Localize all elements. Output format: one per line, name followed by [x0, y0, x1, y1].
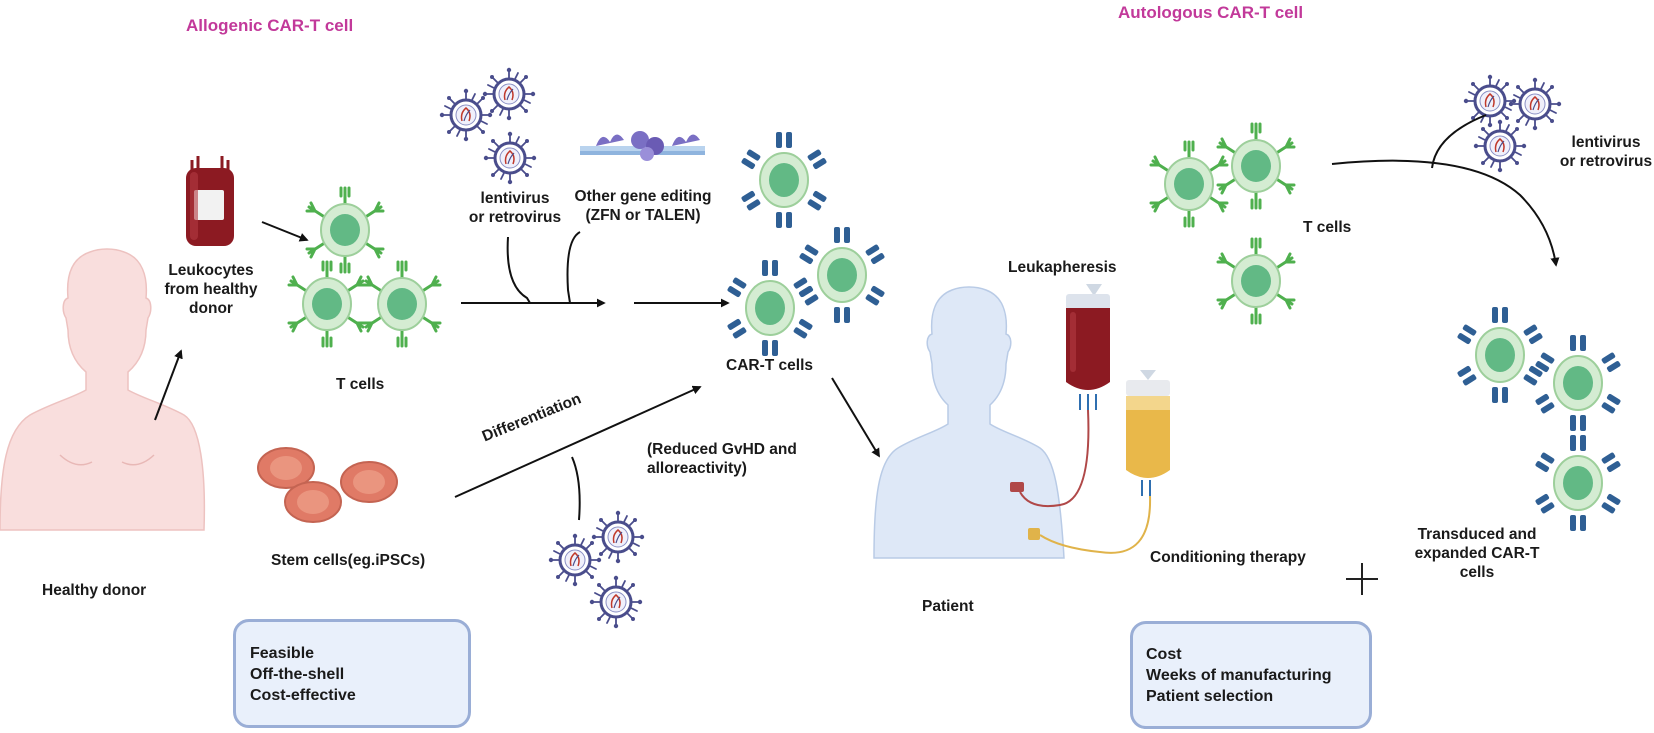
t-cell-icon [287, 260, 367, 348]
patient-label: Patient [922, 598, 974, 615]
autologous-heading: Autologous CAR-T cell [1118, 3, 1304, 22]
virus-icon [1472, 118, 1528, 174]
gene-editing-label: Other gene editing (ZFN or TALEN) [574, 188, 712, 224]
t-cell-icon [362, 260, 442, 348]
virus-icon [438, 87, 494, 143]
allogenic-advantages-box: Feasible Off-the-shell Cost-effective [233, 619, 471, 728]
process-arrows [154, 221, 880, 521]
leukocyte-bag-icon [186, 156, 234, 246]
virus-icon [1507, 76, 1563, 132]
stem-cell-icon [284, 481, 342, 523]
car-t-cell-icon [1533, 434, 1623, 532]
car-t-cell-icon [797, 226, 887, 324]
virus-icon [590, 509, 646, 565]
blood-bag-icon [1066, 284, 1110, 410]
virus-icon [481, 66, 537, 122]
box-item: Feasible [250, 645, 315, 662]
patient-figure [873, 286, 1065, 559]
process-arrows-right [1331, 114, 1560, 267]
virus-icon [482, 130, 538, 186]
virus-icon [588, 574, 644, 630]
car-t-cell-icon [739, 131, 829, 229]
box-item: Cost-effective [250, 687, 356, 704]
plasma-bag-icon [1126, 370, 1170, 496]
t-cells-label: T cells [336, 376, 385, 393]
reduced-gvhd-label: (Reduced GvHD and alloreactivity) [647, 441, 797, 477]
lentivirus-right-label: lentivirus or retrovirus [1559, 134, 1653, 170]
healthy-donor-figure [0, 248, 206, 531]
lentivirus-label: lentivirus or retrovirus [468, 190, 562, 226]
tubing [1010, 409, 1152, 554]
box-item: Off-the-shell [250, 666, 345, 683]
car-t-cell-icon [1455, 306, 1545, 404]
allogenic-heading: Allogenic CAR-T cell [186, 16, 354, 35]
gene-editing-icon [580, 131, 705, 161]
car-t-cell-icon [1533, 334, 1623, 432]
t-cells-right-label: T cells [1303, 219, 1352, 236]
healthy-donor-label: Healthy donor [42, 582, 147, 599]
car-t-cells-label: CAR-T cells [726, 357, 813, 374]
stem-cell-icon [340, 461, 398, 503]
transduced-car-t-label: Transduced and expanded CAR-T cells [1414, 526, 1540, 581]
t-cell-icon [1216, 237, 1296, 325]
t-cell-icon [1149, 140, 1229, 228]
autologous-drawbacks-box: Cost Weeks of manufacturing Patient sele… [1130, 621, 1372, 729]
virus-icon [547, 532, 603, 588]
t-cell-icon [305, 186, 385, 274]
box-item: Weeks of manufacturing [1146, 667, 1332, 684]
leukapheresis-label: Leukapheresis [1008, 259, 1117, 276]
box-item: Patient selection [1146, 688, 1274, 705]
car-t-cell-icon [725, 259, 815, 357]
box-item: Cost [1146, 646, 1182, 663]
leukocytes-label: Leukocytes from healthy donor [164, 262, 258, 317]
stem-cells-label: Stem cells(eg.iPSCs) [271, 552, 426, 569]
plus-icon [1346, 563, 1378, 595]
virus-icon [1462, 73, 1518, 129]
t-cell-icon [1216, 122, 1296, 210]
conditioning-therapy-label: Conditioning therapy [1150, 549, 1306, 566]
